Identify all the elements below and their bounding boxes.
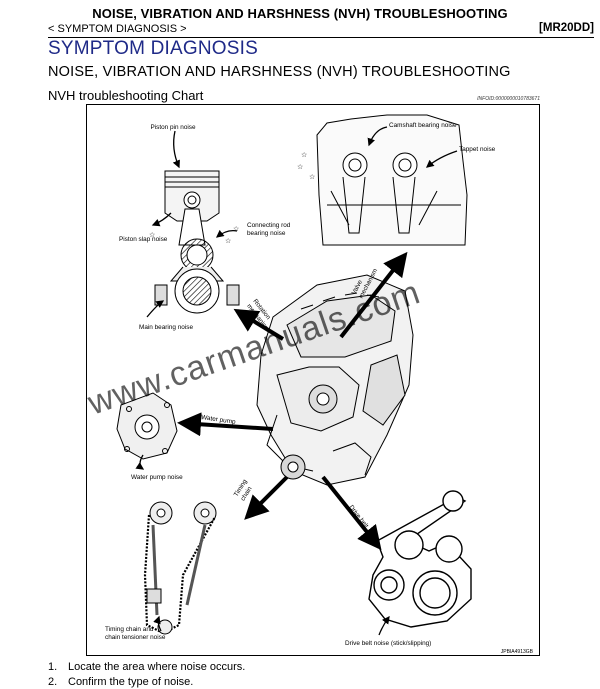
label-connecting-rod-2: bearing noise — [247, 230, 286, 237]
nvh-diagram: ☆ ☆ ☆ ☆ ☆ ☆ — [87, 114, 534, 655]
step-number: 2. — [48, 676, 58, 688]
step-text: Locate the area where noise occurs. — [68, 661, 246, 673]
label-water-pump-noise: Water pump noise — [131, 474, 183, 481]
water-pump-arrow — [177, 412, 274, 437]
svg-text:☆: ☆ — [225, 237, 231, 245]
step-number: 1. — [48, 661, 58, 673]
label-drive-belt-noise: Drive belt noise (stick/slipping) — [345, 640, 431, 647]
diagram-arrows — [177, 251, 408, 551]
leader-arrows — [135, 126, 458, 636]
procedure-step: 2. Confirm the type of noise. — [48, 675, 245, 689]
drive-belt-arrow — [321, 475, 382, 551]
chart-title: NVH troubleshooting Chart — [48, 88, 204, 103]
figure-id: JPBIA4913GB — [501, 649, 534, 655]
label-camshaft-bearing-noise: Camshaft bearing noise — [389, 122, 457, 129]
svg-text:☆: ☆ — [309, 173, 315, 181]
header-row: < SYMPTOM DIAGNOSIS > [MR20DD] — [48, 22, 594, 37]
piston-assembly-drawing: ☆ ☆ ☆ — [149, 170, 240, 314]
svg-text:☆: ☆ — [297, 163, 303, 171]
label-piston-pin-noise: Piston pin noise — [150, 124, 196, 131]
svg-text:☆: ☆ — [149, 231, 155, 239]
rotation-mechanism-arrow — [233, 308, 285, 341]
label-timing-chain-noise-1: Timing chain and — [105, 626, 154, 633]
engine-drawing — [256, 274, 414, 486]
valve-mechanism-arrow — [339, 251, 408, 339]
timing-chain-drawing — [143, 501, 217, 635]
engine-model-tag: [MR20DD] — [539, 22, 594, 34]
info-id: INFOID:0000000010783671 — [477, 96, 540, 102]
section-subtitle: NOISE, VIBRATION AND HARSHNESS (NVH) TRO… — [48, 64, 511, 80]
step-text: Confirm the type of noise. — [68, 676, 194, 688]
cylinder-head-drawing: ☆ ☆ ☆ — [297, 114, 468, 246]
procedure-step: 1. Locate the area where noise occurs. — [48, 660, 245, 675]
section-title: SYMPTOM DIAGNOSIS — [48, 38, 258, 59]
breadcrumb: < SYMPTOM DIAGNOSIS > — [48, 23, 187, 35]
label-timing-chain-noise-2: chain tensioner noise — [105, 634, 166, 641]
label-drive-belt-arrow: Drive belt — [347, 504, 369, 530]
label-connecting-rod-1: Connecting rod — [247, 222, 291, 229]
label-piston-slap-noise: Piston slap noise — [119, 236, 168, 243]
label-tappet-noise: Tappet noise — [459, 146, 496, 153]
water-pump-drawing — [116, 392, 178, 460]
header-divider — [48, 37, 594, 38]
label-main-bearing-noise: Main bearing noise — [139, 324, 193, 331]
drive-belt-drawing — [368, 490, 472, 628]
procedure-steps: 1. Locate the area where noise occurs. 2… — [48, 660, 245, 689]
svg-text:☆: ☆ — [301, 151, 307, 159]
page-header-title: NOISE, VIBRATION AND HARSHNESS (NVH) TRO… — [92, 6, 508, 21]
svg-text:☆: ☆ — [233, 225, 239, 233]
timing-chain-arrow — [244, 475, 289, 520]
label-water-pump-arrow: Water pump — [201, 414, 237, 426]
nvh-chart-figure: ☆ ☆ ☆ ☆ ☆ ☆ — [86, 104, 540, 656]
